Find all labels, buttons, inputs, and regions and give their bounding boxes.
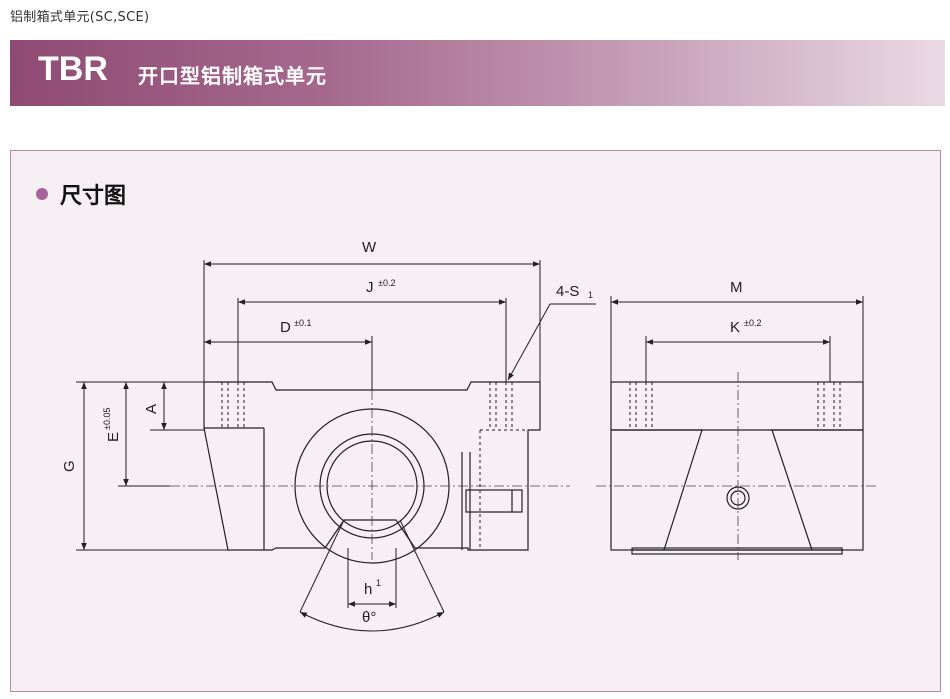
dim-A: A xyxy=(143,404,160,414)
dim-G: G xyxy=(61,460,78,472)
dim-S: 4-S xyxy=(556,283,579,300)
top-caption: 铝制箱式单元(SC,SCE) xyxy=(10,10,150,25)
dim-E-tolerance: ±0.05 xyxy=(102,408,112,430)
dim-h: h xyxy=(364,581,372,598)
set-screw xyxy=(465,489,523,513)
dim-K-tolerance: ±0.2 xyxy=(744,318,761,328)
dim-E: E xyxy=(105,432,122,442)
bullet-icon xyxy=(36,188,48,200)
dim-M: M xyxy=(730,279,743,296)
side-view xyxy=(610,381,864,555)
front-body-outline xyxy=(203,381,541,551)
title-banner: TBR 开口型铝制箱式单元 xyxy=(10,40,945,106)
dim-J-tolerance: ±0.2 xyxy=(378,278,395,288)
product-title: 开口型铝制箱式单元 xyxy=(138,64,327,88)
dim-K: K xyxy=(730,319,740,336)
section-heading: 尺寸图 xyxy=(36,178,126,210)
dim-W: W xyxy=(362,239,377,256)
dim-S-subscript: 1 xyxy=(588,290,593,300)
dim-D: D xyxy=(280,319,291,336)
side-body-outline xyxy=(610,381,864,551)
dim-J: J xyxy=(366,279,374,296)
dim-D-tolerance: ±0.1 xyxy=(294,318,311,328)
section-title: 尺寸图 xyxy=(60,184,127,209)
dim-h-superscript: 1 xyxy=(376,578,381,588)
dim-theta: θ° xyxy=(362,609,376,626)
product-code: TBR xyxy=(38,50,108,88)
